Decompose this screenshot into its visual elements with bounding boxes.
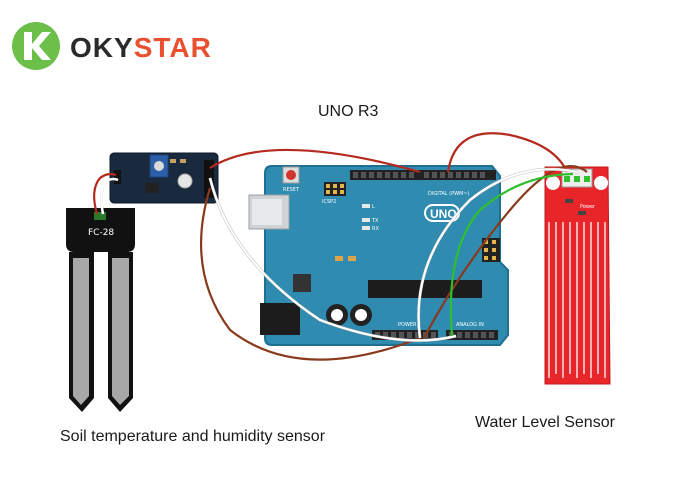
dc-power-jack: [260, 303, 300, 335]
module-input-pins: [114, 170, 121, 184]
led-l-label: L: [372, 204, 375, 210]
led-tx: [362, 218, 370, 222]
analog-header: [446, 330, 498, 340]
power-header: [372, 330, 438, 340]
led-rx: [362, 226, 370, 230]
wire-module-brown: [200, 187, 421, 361]
module-mount-hole: [177, 173, 193, 189]
wire-water-green: [449, 172, 574, 337]
power-label: POWER: [398, 322, 417, 328]
led-l: [362, 204, 370, 208]
reset-label: RESET: [283, 187, 300, 193]
digital-label: DIGITAL (PWM~): [428, 191, 470, 197]
water-sensor-caption: Water Level Sensor: [475, 414, 615, 431]
wire-module-red: [209, 148, 421, 174]
wire-module-white: [208, 177, 457, 342]
uno-logo: UNO: [430, 207, 457, 221]
led-tx-label: TX: [371, 218, 379, 224]
digital-header: [350, 170, 496, 180]
arduino-uno-board: RESET ICSP2 DIGITAL (PWM~) L TX RX UNO: [248, 165, 509, 346]
water-sensor-mount-hole-right: [594, 176, 608, 190]
water-sensor-mount-hole-left: [546, 176, 560, 190]
wire-water-brown: [423, 165, 588, 339]
wire-probe-red: [93, 172, 117, 215]
soil-probe: FC-28: [66, 208, 135, 412]
diagram-title: UNO R3: [318, 103, 379, 120]
led-rx-label: RX: [372, 226, 379, 232]
water-sensor-power-label: Power: [580, 204, 596, 210]
okystar-logo: [12, 22, 60, 70]
soil-sensor-module: [109, 152, 219, 204]
brand-name: OKYSTAR: [70, 32, 212, 64]
brand-name-oky: OKY: [70, 32, 134, 63]
brand-name-star: STAR: [133, 32, 212, 63]
wire-water-white: [417, 168, 578, 339]
small-chip: [293, 274, 311, 292]
soil-sensor-caption: Soil temperature and humidity sensor: [60, 428, 326, 445]
comparator-chip: [145, 183, 159, 193]
water-level-sensor: Power: [544, 166, 611, 385]
icsp2-label: ICSP2: [322, 199, 336, 205]
probe-label: FC-28: [88, 228, 114, 238]
reset-button: [286, 170, 296, 180]
wire-probe-white: [100, 177, 119, 215]
wires: [93, 132, 588, 361]
analog-label: ANALOG IN: [456, 322, 484, 328]
atmega-chip: [368, 280, 482, 298]
wire-water-red: [446, 132, 569, 173]
